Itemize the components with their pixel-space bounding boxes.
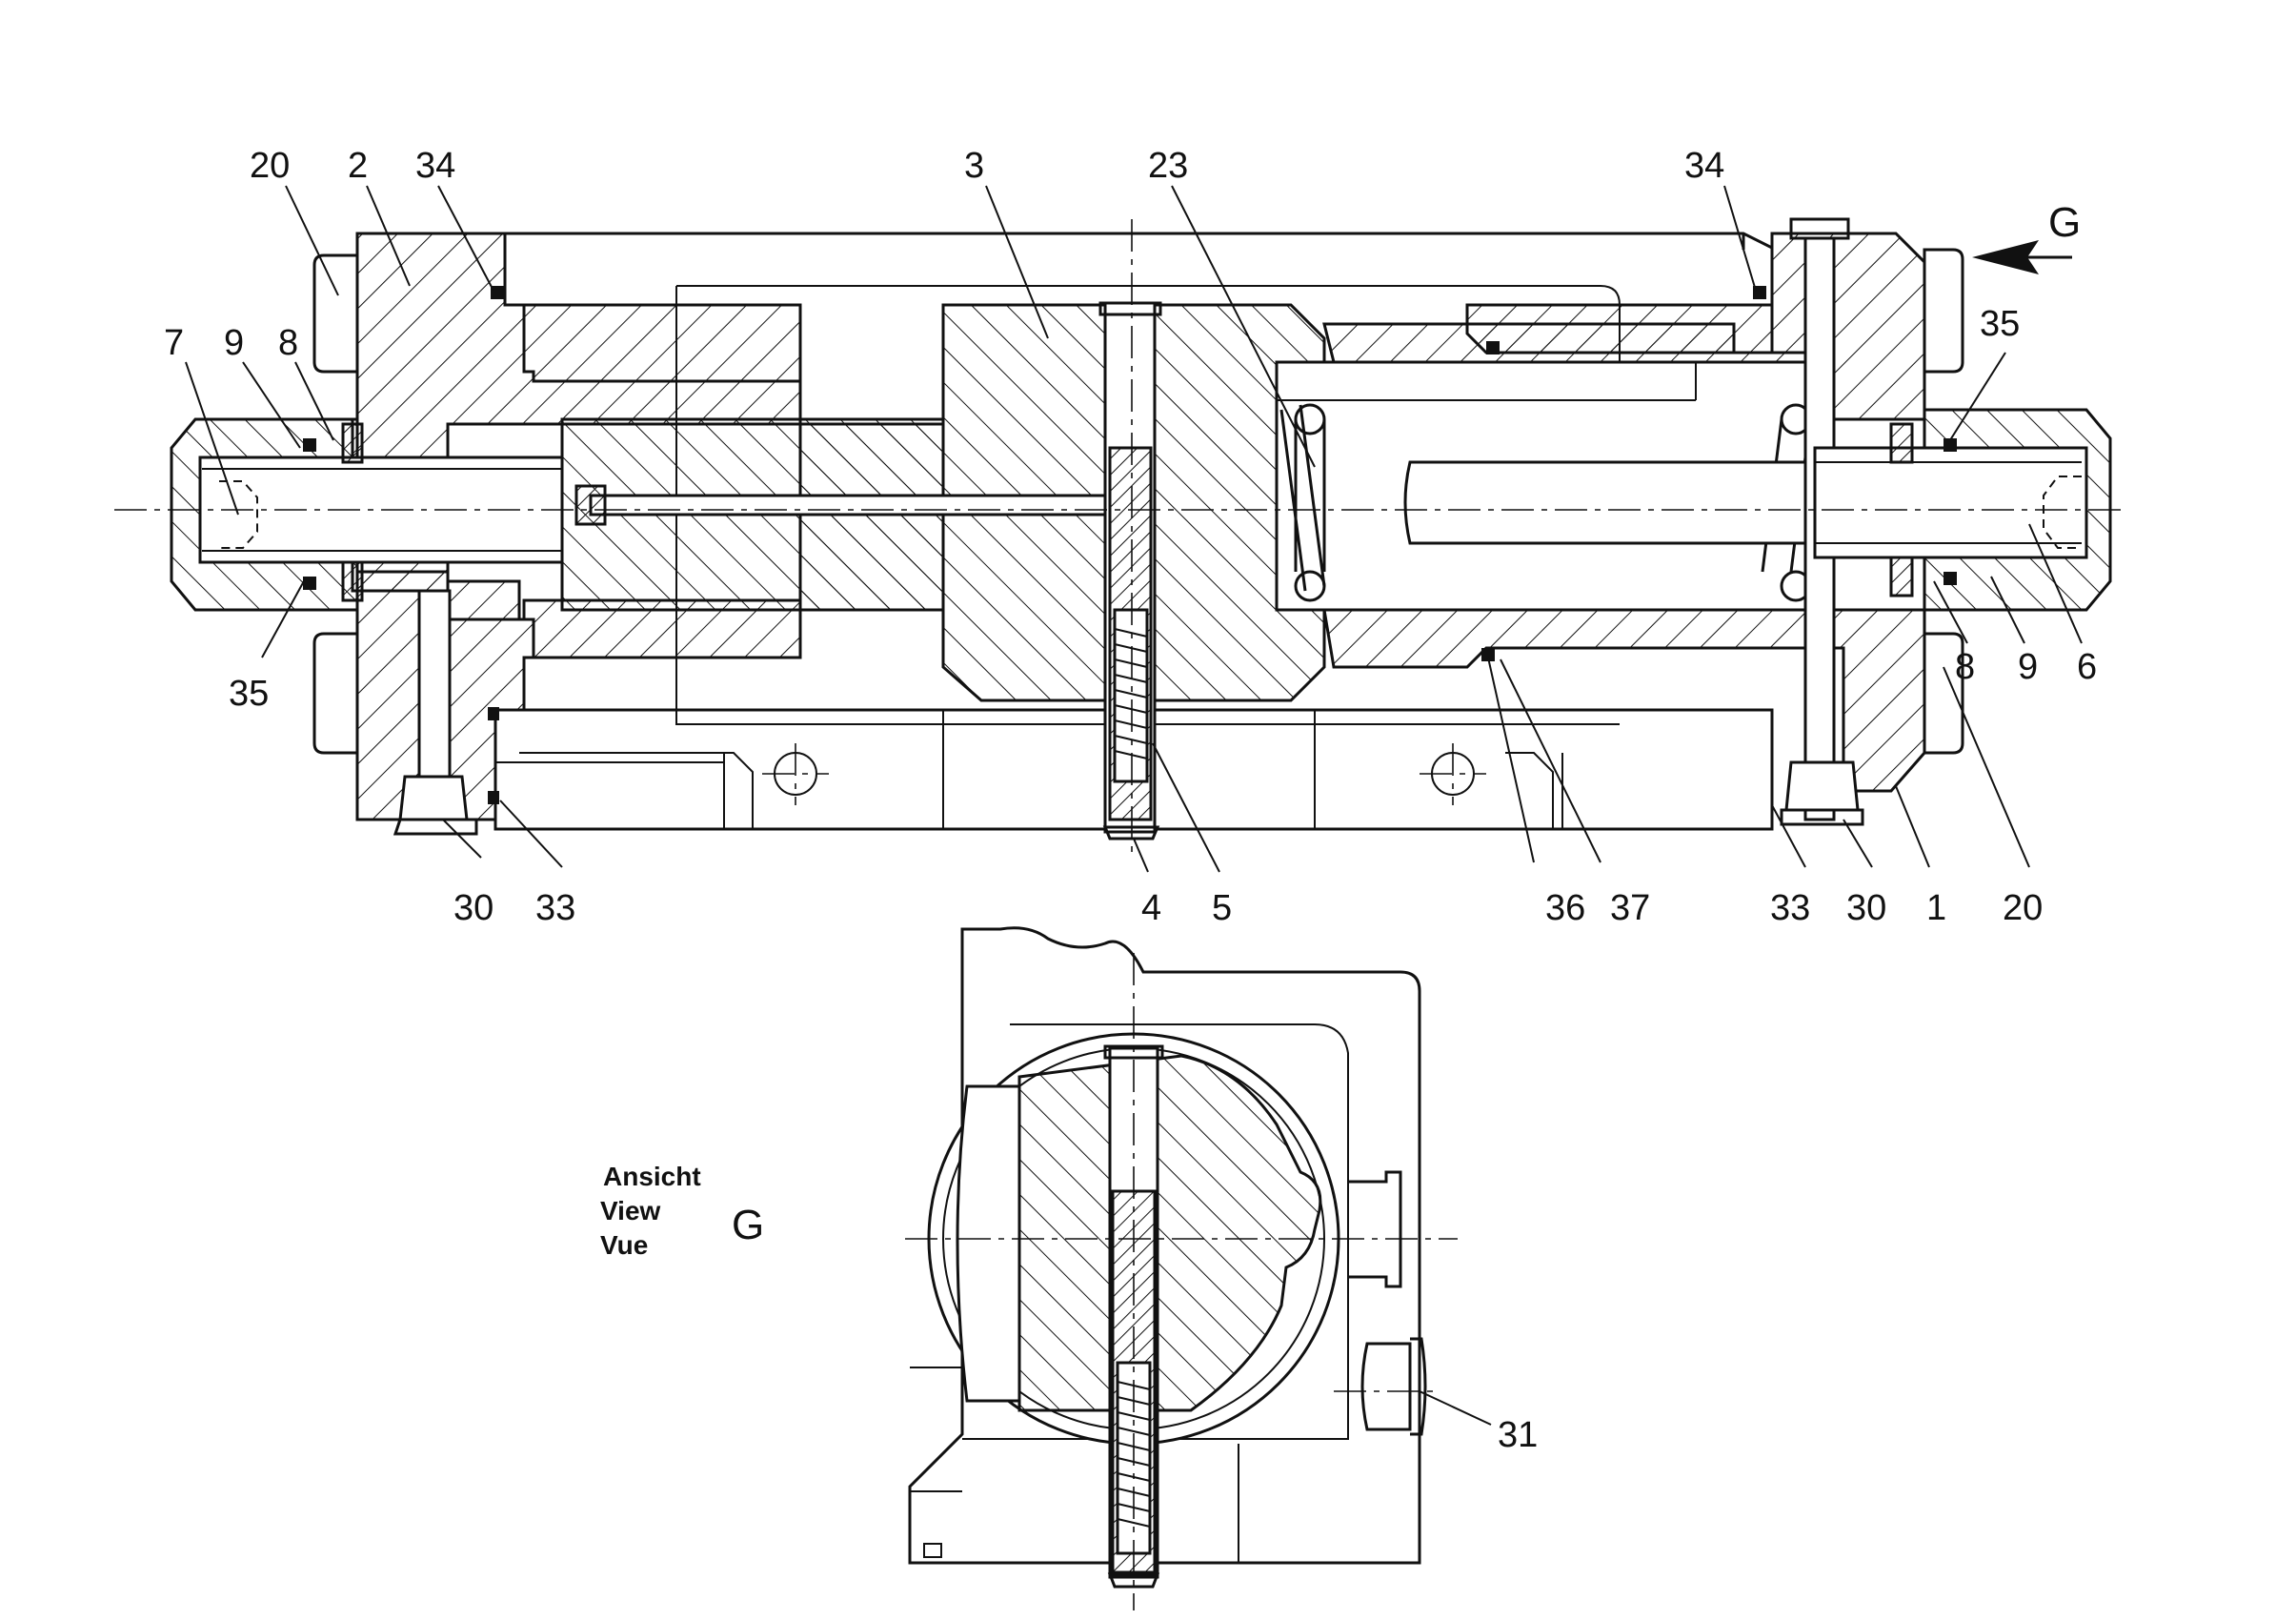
section-view: G [114, 199, 2125, 858]
right-connector-bore [1813, 446, 2088, 559]
cylinder-body-right-top [1465, 303, 1774, 354]
callout-3: 3 [964, 146, 984, 186]
callout-4: 4 [1141, 888, 1161, 928]
callout-1: 1 [1926, 888, 1946, 928]
callout-30-left: 30 [453, 888, 493, 928]
callouts: 20 2 34 3 23 34 7 9 8 35 35 8 9 6 30 33 … [164, 146, 2097, 1455]
base-block-details [495, 710, 1563, 829]
callout-33-right: 33 [1770, 888, 1810, 928]
view-label: Ansicht View Vue G [600, 1162, 764, 1260]
callout-36: 36 [1545, 888, 1585, 928]
end-view-piston [1017, 1054, 1322, 1412]
right-flange-lower [1923, 632, 1964, 755]
end-view-housing [908, 926, 1421, 1565]
callout-35-top-right: 35 [1980, 304, 2020, 344]
left-flange-upper [312, 253, 359, 374]
cylinder-body-right-lower [1322, 608, 1807, 669]
callout-34-top-left: 34 [415, 146, 455, 186]
left-connector-hex [219, 480, 258, 549]
left-tie-bolt-head [398, 775, 469, 821]
leader-lines [185, 185, 2083, 873]
callout-8-left: 8 [278, 323, 298, 363]
callout-9-left: 9 [224, 323, 244, 363]
callout-20-top-left: 20 [250, 146, 290, 186]
callout-30-right: 30 [1846, 888, 1886, 928]
end-view-g [905, 926, 1492, 1610]
spring-23 [1279, 403, 1812, 602]
callout-8-right: 8 [1955, 647, 1975, 687]
piston-rod-right [1403, 460, 1822, 545]
callout-35-left: 35 [229, 674, 269, 714]
view-arrow-letter: G [2048, 199, 2081, 246]
view-label-line2: View [600, 1196, 661, 1225]
end-view-plug-31 [1360, 1342, 1412, 1431]
left-flange-lower [312, 632, 359, 755]
cross-pin-spring [1114, 628, 1148, 759]
view-label-line3: Vue [600, 1230, 648, 1260]
callout-5: 5 [1212, 888, 1232, 928]
callout-7: 7 [164, 323, 184, 363]
callout-23: 23 [1148, 146, 1188, 186]
piston-rod-bore [589, 494, 1107, 516]
view-label-letter: G [732, 1202, 764, 1248]
callout-6: 6 [2077, 647, 2097, 687]
callout-37: 37 [1610, 888, 1650, 928]
callout-34-top-right: 34 [1684, 146, 1724, 186]
callout-20-right: 20 [2003, 888, 2043, 928]
cylinder-body-left [522, 303, 802, 383]
callout-31: 31 [1498, 1415, 1538, 1455]
callout-9-right: 9 [2018, 647, 2038, 687]
right-flange-upper [1923, 248, 1964, 374]
callout-2: 2 [348, 146, 368, 186]
callout-33-left: 33 [535, 888, 575, 928]
view-arrow [1972, 240, 2039, 274]
view-label-line1: Ansicht [603, 1162, 701, 1191]
